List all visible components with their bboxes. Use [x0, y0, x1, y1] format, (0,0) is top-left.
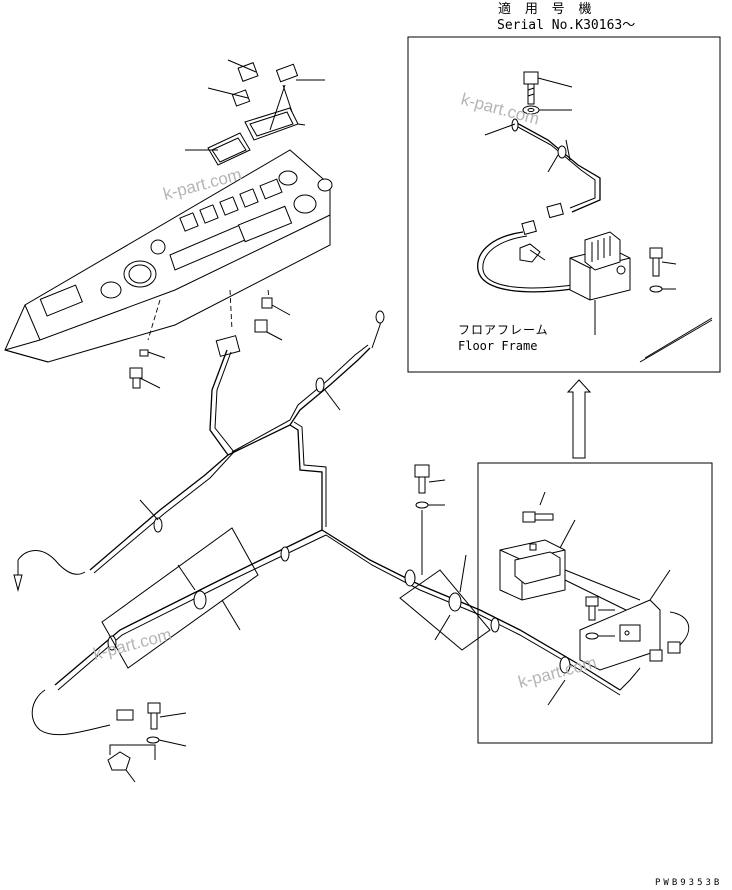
controller-unit: [499, 539, 641, 613]
bolt-part: [523, 71, 573, 105]
switch-cover-parts: [185, 59, 325, 166]
floor-frame-jp: フロアフレーム: [458, 323, 549, 337]
floor-frame-en: Floor Frame: [458, 339, 537, 353]
frame-edge-line: [639, 319, 713, 363]
harness-leaders: [139, 389, 576, 706]
controller-unit-inset: [569, 231, 631, 335]
connector-pair: [649, 611, 690, 662]
bolt-part-3: [522, 491, 554, 523]
operator-console: [4, 149, 333, 363]
bolt-part-4: [585, 596, 615, 640]
watermark-4: k-part.com: [516, 653, 598, 692]
washer-part: [522, 105, 572, 115]
inset-box-serial: [407, 36, 721, 373]
bolt-part-5: [414, 464, 446, 575]
bolt-part-6: [107, 702, 187, 783]
figure-code: PWB9353B: [655, 878, 722, 888]
main-wiring-harness: [13, 310, 641, 736]
up-arrow-icon: [566, 379, 592, 459]
wiring-harness-inset: [477, 118, 601, 293]
watermark-3: k-part.com: [91, 625, 173, 664]
bracket-clip-inset: [519, 243, 546, 263]
applicable-serial-jp: 適 用 号 機: [498, 1, 594, 17]
bolt-part-2: [649, 247, 677, 293]
switch-parts-below-console: [129, 297, 273, 389]
serial-number-label: Serial No.K30163～: [497, 18, 635, 33]
inset-box-controller: [477, 462, 713, 744]
